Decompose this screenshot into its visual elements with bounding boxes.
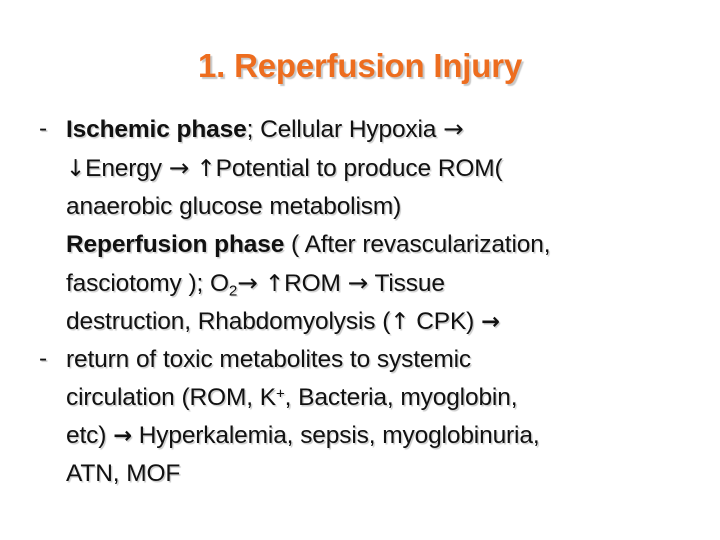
bullet-dash-marker: - bbox=[39, 345, 48, 372]
up-arrow-icon: ↑ bbox=[257, 271, 285, 297]
bullet-item-reperfusion-phase: - Reperfusion phase ( After revasculariz… bbox=[33, 226, 720, 493]
bullet-2-line6-rest: Hyperkalemia, sepsis, myoglobinuria, bbox=[131, 422, 540, 449]
bold-right-arrow-icon: → bbox=[113, 423, 132, 449]
page-title: 1. Reperfusion Injury bbox=[197, 47, 523, 84]
bullet-2-line6-etc: etc) bbox=[66, 422, 114, 449]
slide-body: - Ischemic phase; Cellular Hypoxia → ↓Ene… bbox=[33, 110, 720, 493]
bullet-dash-marker: - bbox=[39, 115, 48, 142]
bullet-1-line2-energy: Energy bbox=[85, 155, 169, 182]
right-arrow-icon: → bbox=[347, 268, 369, 297]
bullet-1-line1-rest: ; Cellular Hypoxia bbox=[246, 116, 444, 143]
superscript-plus: + bbox=[275, 385, 285, 403]
bullet-2-line5-circulation: circulation (ROM, K bbox=[66, 384, 276, 411]
bullet-2-line7: ATN, MOF bbox=[66, 460, 181, 487]
right-arrow-icon: → bbox=[237, 268, 258, 297]
bullet-2-bold-lead: Reperfusion phase bbox=[66, 231, 285, 258]
bullet-item-ischemic-phase: - Ischemic phase; Cellular Hypoxia → ↓Ene… bbox=[33, 110, 720, 226]
bullet-2-line2-fasciotomy: fasciotomy ); O bbox=[66, 270, 229, 297]
bullet-2-line5-rest: , Bacteria, myoglobin, bbox=[284, 384, 518, 411]
bold-right-arrow-icon: → bbox=[481, 309, 500, 335]
bullet-1-line3: anaerobic glucose metabolism) bbox=[66, 193, 402, 220]
bullet-text-reperfusion-phase: Reperfusion phase ( After revascularizat… bbox=[33, 226, 720, 493]
bullet-1-bold-lead: Ischemic phase bbox=[66, 116, 247, 143]
up-arrow-icon: ↑ bbox=[189, 156, 216, 182]
right-arrow-icon: → bbox=[443, 114, 464, 143]
subscript-two: 2 bbox=[228, 282, 238, 300]
bullet-2-line4: return of toxic metabolites to systemic bbox=[66, 346, 471, 373]
bullet-2-line1-rest: ( After revascularization, bbox=[284, 231, 551, 258]
right-arrow-icon: → bbox=[168, 153, 190, 182]
bullet-2-line3-destruction: destruction, Rhabdomyolysis ( bbox=[66, 308, 391, 335]
bullet-text-ischemic-phase: Ischemic phase; Cellular Hypoxia → ↓Energ… bbox=[33, 110, 720, 226]
bullet-2-line2-tissue: Tissue bbox=[368, 270, 445, 297]
down-arrow-icon: ↓ bbox=[66, 156, 86, 182]
bullet-2-line3-cpk: CPK) bbox=[409, 308, 482, 335]
up-arrow-icon: ↑ bbox=[390, 309, 410, 335]
bullet-2-line2-rom: ROM bbox=[284, 270, 348, 297]
bullet-1-line2-potential: Potential to produce ROM( bbox=[215, 155, 503, 182]
